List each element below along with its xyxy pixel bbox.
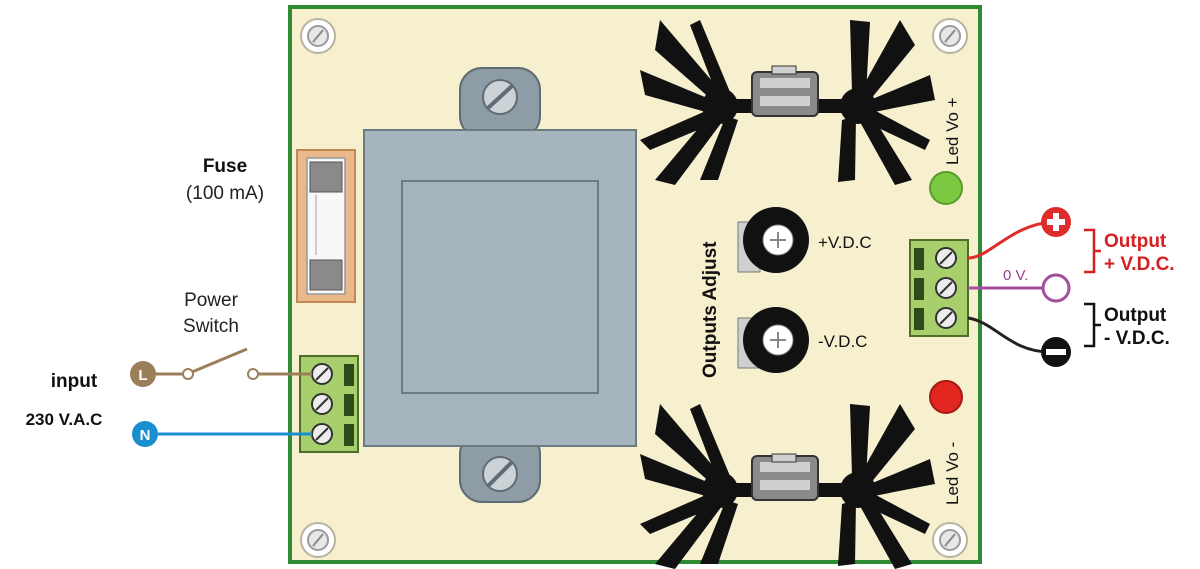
zero-volt-terminal-icon[interactable] xyxy=(1041,273,1071,303)
zero-volt-label: 0 V. xyxy=(1003,267,1028,284)
output-negative-value: - V.D.C. xyxy=(1104,328,1170,349)
mounting-hole-top-right xyxy=(932,18,968,54)
led-positive-label: Led Vo + xyxy=(943,97,962,165)
power-switch-label-line1: Power xyxy=(184,290,239,311)
potentiometer-negative[interactable] xyxy=(737,307,809,373)
pot-negative-label: -V.D.C xyxy=(818,332,867,351)
neutral-terminal-letter: N xyxy=(140,427,151,444)
input-voltage: 230 V.A.C xyxy=(26,410,103,429)
led-green xyxy=(929,171,963,205)
transformer xyxy=(363,67,637,503)
regulator-bottom xyxy=(751,453,819,501)
power-switch-lever[interactable] xyxy=(191,347,248,374)
input-title: input xyxy=(51,371,98,392)
led-negative-label: Led Vo - xyxy=(943,442,962,505)
mounting-hole-bottom-left xyxy=(300,522,336,558)
switch-pivot xyxy=(182,368,194,380)
positive-output-bracket xyxy=(1084,228,1101,274)
neutral-terminal-icon: N xyxy=(132,421,158,447)
outputs-adjust-label: Outputs Adjust xyxy=(700,241,721,378)
input-terminal-block xyxy=(299,355,359,453)
fuse xyxy=(296,149,356,303)
fuse-title: Fuse xyxy=(203,156,247,177)
power-switch-label-line2: Switch xyxy=(183,316,239,337)
positive-terminal-icon[interactable] xyxy=(1041,207,1071,237)
regulator-top xyxy=(751,65,819,117)
negative-terminal-icon[interactable] xyxy=(1041,337,1071,367)
mounting-hole-top-left xyxy=(300,18,336,54)
output-terminal-block xyxy=(909,239,969,337)
fuse-rating: (100 mA) xyxy=(186,183,264,204)
output-positive-title: Output xyxy=(1104,231,1167,252)
negative-output-bracket xyxy=(1084,302,1101,348)
output-positive-value: + V.D.C. xyxy=(1104,254,1175,275)
live-terminal-letter: L xyxy=(138,367,147,384)
potentiometer-positive[interactable] xyxy=(737,207,809,273)
pot-positive-label: +V.D.C xyxy=(818,233,872,252)
live-terminal-icon: L xyxy=(130,361,156,387)
positive-output-wire xyxy=(967,220,1053,260)
switch-contact xyxy=(247,368,259,380)
led-red xyxy=(929,380,963,414)
mounting-hole-bottom-right xyxy=(932,522,968,558)
negative-output-wire xyxy=(967,316,1051,354)
output-negative-title: Output xyxy=(1104,305,1167,326)
